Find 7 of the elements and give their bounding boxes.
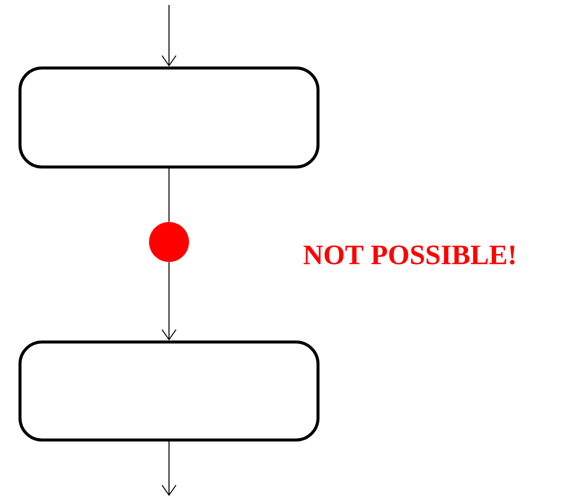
process-box	[18, 340, 320, 442]
arrow	[162, 262, 176, 340]
junction-dot	[149, 222, 189, 262]
arrow	[162, 441, 176, 496]
process-box	[18, 66, 320, 168]
arrow	[162, 4, 176, 66]
warning-text: NOT POSSIBLE!	[304, 246, 515, 264]
